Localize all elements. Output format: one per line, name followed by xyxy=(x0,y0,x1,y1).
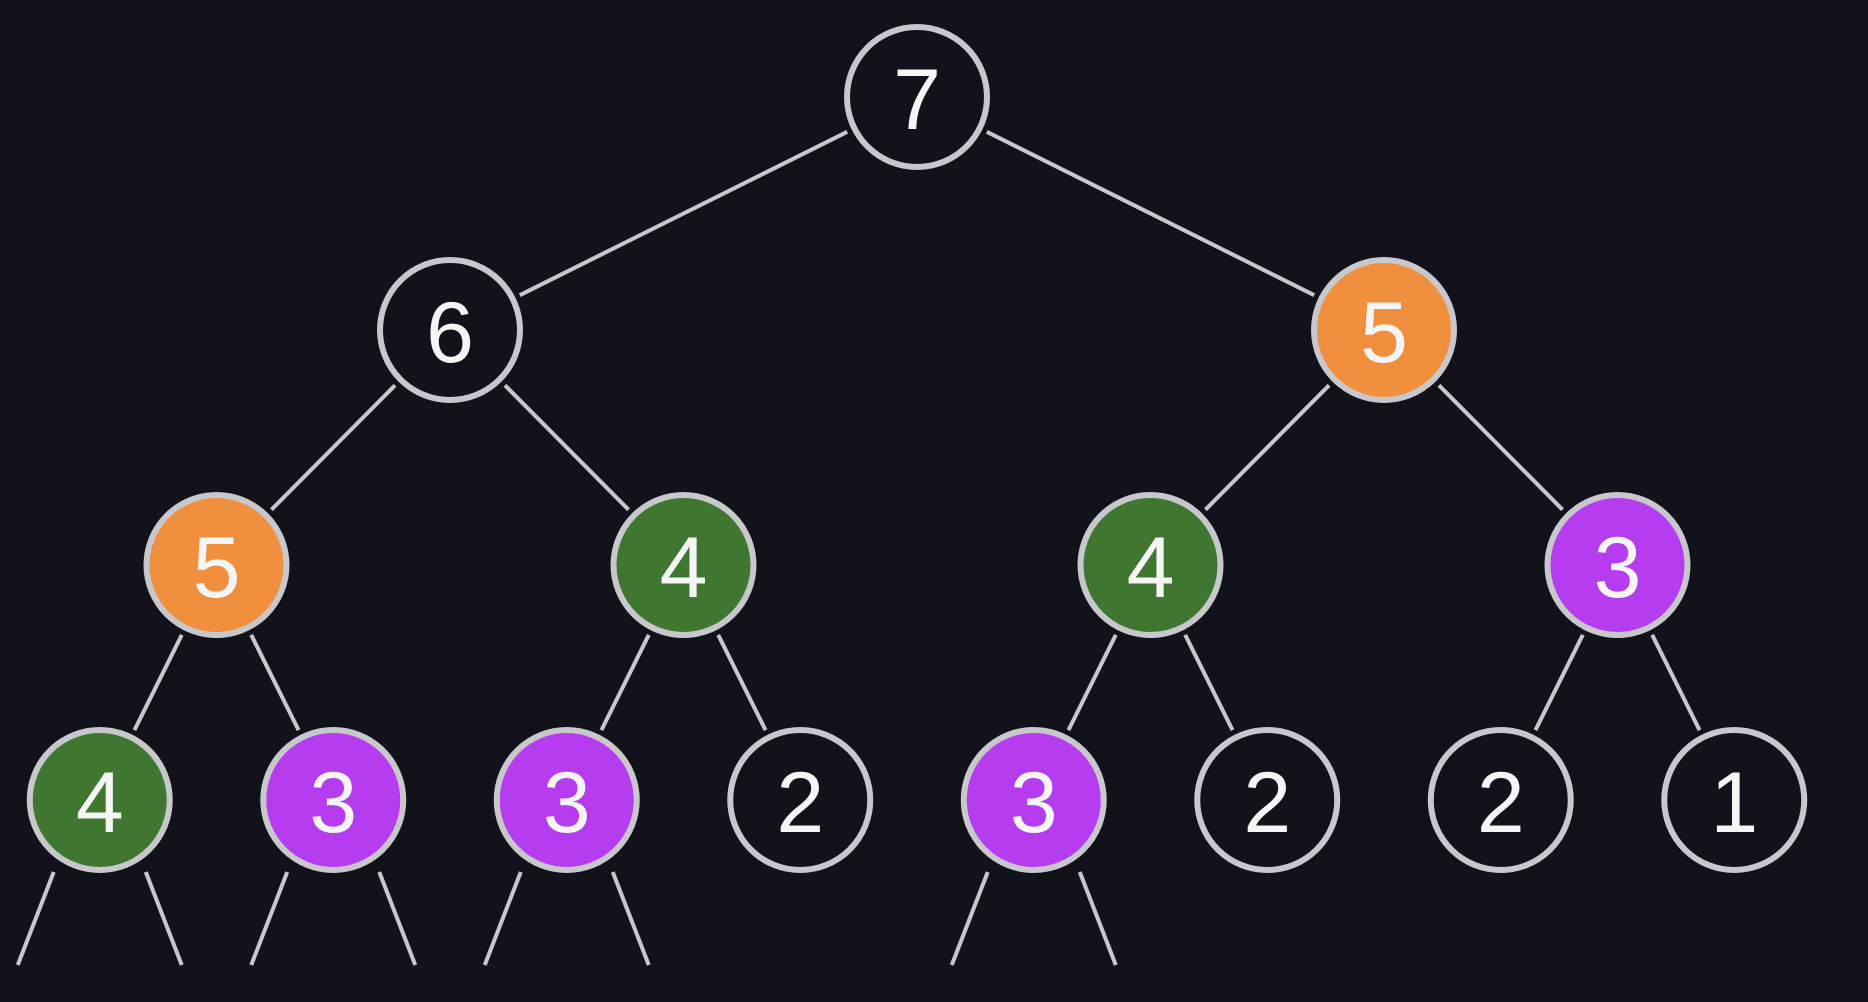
tree-edge-n5-n11 xyxy=(716,633,768,732)
continuation-edge-n10-left xyxy=(482,871,523,966)
node-label: 6 xyxy=(426,285,474,381)
tree-node-n4: 5 xyxy=(143,492,290,638)
node-circle xyxy=(727,727,874,873)
node-label: 3 xyxy=(543,755,591,851)
continuation-edge-n8-right xyxy=(143,871,184,966)
continuation-edge-n12-right xyxy=(1077,871,1118,966)
node-label: 4 xyxy=(660,520,708,616)
tree-edge-n3-n7 xyxy=(1437,383,1564,512)
node-circle xyxy=(844,24,990,170)
node-circle xyxy=(377,257,523,403)
continuation-edge-n12-left xyxy=(949,871,990,966)
node-circle xyxy=(610,492,757,638)
tree-node-n11: 2 xyxy=(727,727,874,873)
tree-edges xyxy=(15,130,1702,966)
node-label: 4 xyxy=(1127,520,1175,616)
node-label: 3 xyxy=(1594,520,1642,616)
node-circle xyxy=(493,727,640,873)
tree-node-n10: 3 xyxy=(493,727,640,873)
node-circle xyxy=(1661,727,1808,873)
node-label: 5 xyxy=(193,520,241,616)
tree-node-n13: 2 xyxy=(1194,727,1341,873)
node-label: 3 xyxy=(1010,755,1058,851)
tree-edge-n6-n12 xyxy=(1066,633,1118,732)
tree-edge-n4-n8 xyxy=(132,633,184,732)
tree-edge-n7-n15 xyxy=(1650,633,1702,732)
tree-node-n6: 4 xyxy=(1077,492,1224,638)
continuation-edge-n9-left xyxy=(249,871,290,966)
node-circle xyxy=(260,727,407,873)
node-label: 7 xyxy=(893,52,941,148)
tree-edge-n2-n4 xyxy=(270,383,397,512)
node-label: 3 xyxy=(309,755,357,851)
tree-node-n3: 5 xyxy=(1311,257,1457,403)
node-circle xyxy=(1427,727,1574,873)
node-label: 2 xyxy=(1477,755,1525,851)
tree-node-n12: 3 xyxy=(960,727,1107,873)
node-circle xyxy=(26,727,173,873)
node-circle xyxy=(1194,727,1341,873)
node-circle xyxy=(1544,492,1691,638)
tree-node-n1: 7 xyxy=(844,24,990,170)
node-circle xyxy=(143,492,290,638)
node-circle xyxy=(1311,257,1457,403)
continuation-edge-n8-left xyxy=(15,871,56,966)
node-label: 5 xyxy=(1360,285,1408,381)
continuation-edge-n10-right xyxy=(610,871,651,966)
tree-edge-n5-n10 xyxy=(599,633,651,732)
tree-node-n5: 4 xyxy=(610,492,757,638)
tree-node-n9: 3 xyxy=(260,727,407,873)
tree-edge-n1-n3 xyxy=(985,130,1316,297)
node-label: 2 xyxy=(1243,755,1291,851)
node-label: 2 xyxy=(776,755,824,851)
tree-node-n8: 4 xyxy=(26,727,173,873)
tree-node-n7: 3 xyxy=(1544,492,1691,638)
tree-node-n15: 1 xyxy=(1661,727,1808,873)
tree-edge-n1-n2 xyxy=(518,130,849,297)
tree-edge-n3-n6 xyxy=(1204,383,1331,512)
tree-node-n2: 6 xyxy=(377,257,523,403)
tree-node-n14: 2 xyxy=(1427,727,1574,873)
tree-edge-n2-n5 xyxy=(503,383,630,512)
tree-edge-n6-n13 xyxy=(1183,633,1235,732)
tree-nodes: 7 6 5 5 4 4 3 4 3 3 2 3 2 2 1 xyxy=(26,24,1808,873)
tree-edge-n4-n9 xyxy=(249,633,301,732)
node-circle xyxy=(1077,492,1224,638)
node-circle xyxy=(960,727,1107,873)
node-label: 1 xyxy=(1710,755,1758,851)
continuation-edge-n9-right xyxy=(377,871,418,966)
node-label: 4 xyxy=(76,755,124,851)
tree-edge-n7-n14 xyxy=(1533,633,1585,732)
